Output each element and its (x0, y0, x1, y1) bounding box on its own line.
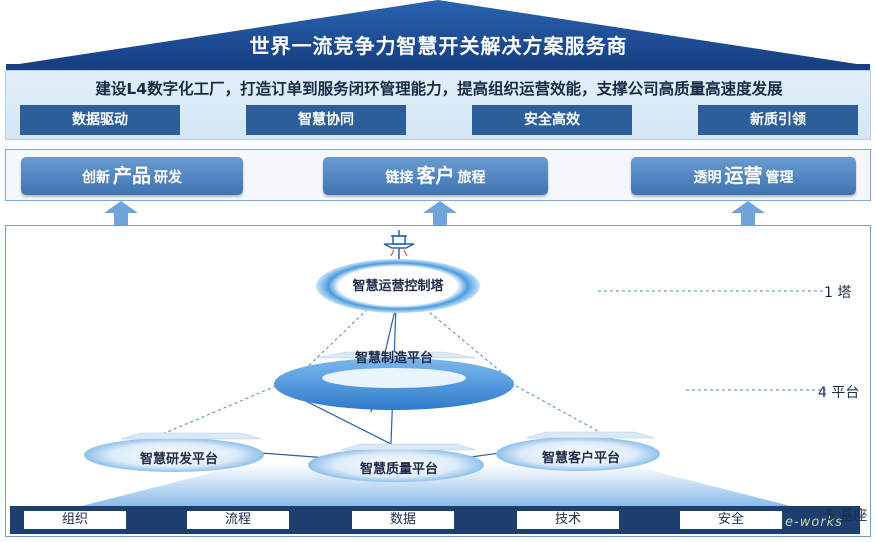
goal-operations-post: 管理 (765, 170, 794, 186)
goal-operations-key: 运营 (724, 165, 763, 187)
base-item-process: 流程 (187, 511, 289, 529)
customer-platform-label: 智慧客户平台 (541, 451, 620, 466)
goal-customer-journey: 链接客户旅程 (323, 157, 548, 195)
goal-product-pre: 创新 (81, 170, 110, 186)
tower-label: 智慧运营控制塔 (352, 279, 444, 294)
base-item-data: 数据 (352, 511, 454, 529)
quality-ring (308, 448, 484, 482)
goal-product-rnd: 创新产品研发 (21, 157, 243, 195)
roof-banner (6, 0, 870, 70)
goal-product-post: 研发 (154, 170, 182, 186)
mission-band: 建设L4数字化工厂，打造订单到服务闭环管理能力，提高组织运营效能，支撑公司高质量… (5, 70, 871, 140)
goal-operations-mgmt: 透明运营管理 (631, 157, 856, 195)
goal-customer-pre: 链接 (385, 170, 414, 186)
pillar-safe-efficient: 安全高效 (472, 105, 632, 135)
base-bar: 组织 流程 数据 技术 安全 (10, 506, 860, 534)
manufacturing-platform-label: 智慧制造平台 (354, 351, 433, 366)
up-arrow-icon (423, 201, 457, 226)
base-platform-shape (66, 464, 806, 510)
goal-product-key: 产品 (112, 165, 151, 187)
up-arrow-icon (104, 201, 138, 226)
customer-ring (496, 437, 660, 471)
pillar-data-driven: 数据驱动 (20, 105, 180, 135)
rnd-platform-label: 智慧研发平台 (139, 452, 218, 467)
watermark-logo: e-works (785, 515, 843, 530)
base-item-technology: 技术 (517, 511, 619, 529)
goal-customer-post: 旅程 (457, 170, 486, 186)
base-item-security: 安全 (680, 511, 782, 529)
up-arrow-icon (731, 201, 765, 226)
tower-icon (383, 230, 415, 260)
layer-label-platforms: 4 平台 (818, 385, 860, 401)
goal-customer-key: 客户 (416, 165, 455, 187)
quality-platform-label: 智慧质量平台 (359, 462, 438, 477)
diagram-graphics (66, 230, 826, 510)
mission-statement: 建设L4数字化工厂，打造订单到服务闭环管理能力，提高组织运营效能，支撑公司高质量… (95, 80, 783, 98)
tower-ring (316, 259, 480, 313)
architecture-diagram: 智慧运营控制塔 智慧制造平台 智慧研发平台 智慧质量平台 智慧客户平台 1 塔 … (5, 225, 871, 537)
pillar-smart-collaboration: 智慧协同 (246, 105, 406, 135)
goal-operations-pre: 透明 (693, 170, 722, 186)
base-item-organization: 组织 (24, 511, 126, 529)
layer-label-tower: 1 塔 (824, 285, 852, 301)
goals-band: 创新产品研发 链接客户旅程 透明运营管理 (5, 149, 871, 201)
pillar-new-quality: 新质引领 (698, 105, 858, 135)
rnd-ring (84, 438, 264, 472)
layer-label-base: 5 基座 (826, 508, 868, 524)
roof-title: 世界一流竞争力智慧开关解决方案服务商 (249, 34, 628, 58)
